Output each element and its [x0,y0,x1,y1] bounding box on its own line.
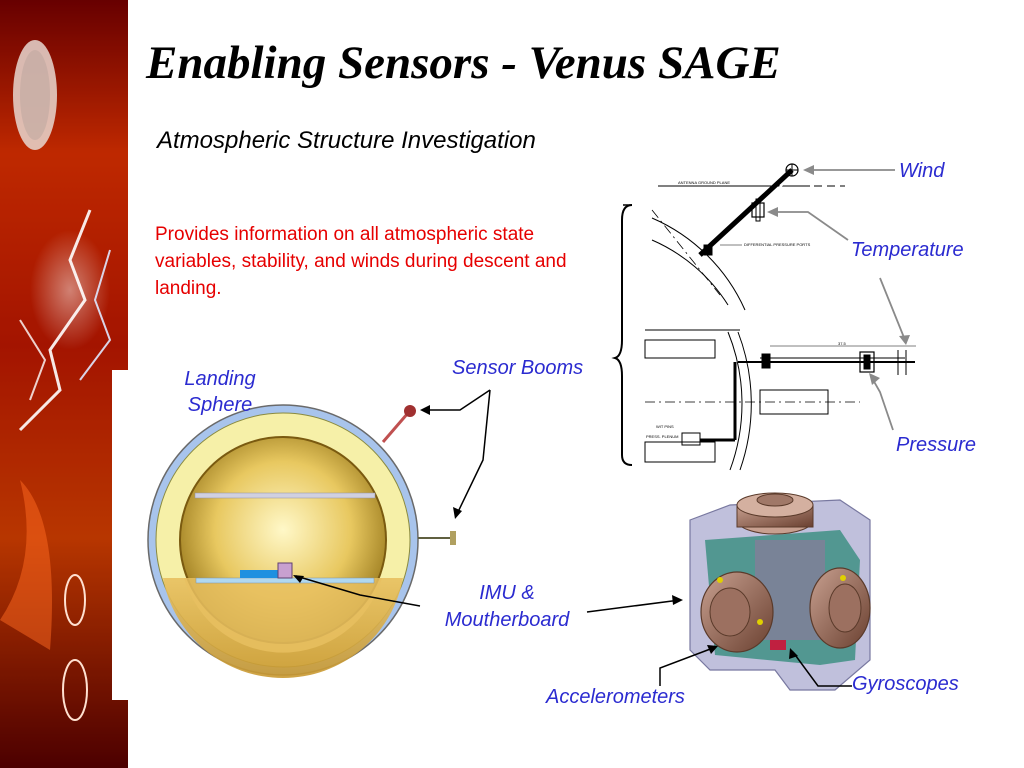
svg-text:DIFFERENTIAL PRESSURE PORTS: DIFFERENTIAL PRESSURE PORTS [744,242,811,247]
gyroscopes-label: Gyroscopes [852,673,959,695]
wind-temperature-boom-drawing [611,163,845,466]
imu-block [689,492,871,691]
temperature-label: Temperature [851,239,964,261]
landing-sphere-label-line1: Landing [184,368,256,390]
svg-text:WIT PINS: WIT PINS [656,424,674,429]
slide-description: Provides information on all atmospheric … [155,224,567,299]
accelerometers-label: Accelerometers [546,686,685,708]
landing-sphere-label-line2: Sphere [187,394,253,416]
slide-subtitle: Atmospheric Structure Investigation [157,127,536,154]
wind-label: Wind [899,160,945,182]
pressure-label: Pressure [896,434,977,456]
sensor-booms-label: Sensor Booms [452,357,584,379]
svg-text:PRESS. PLENUM: PRESS. PLENUM [646,434,678,439]
decorative-venus-strip [0,0,128,768]
svg-text:ANTENNA GROUND PLANE: ANTENNA GROUND PLANE [678,180,730,185]
imu-label-line1: IMU & [479,582,535,604]
svg-text:37.5: 37.5 [838,341,847,346]
landing-sphere [147,404,456,678]
pressure-boom-drawing [644,329,916,471]
landing-sphere-label: Landing Sphere [160,366,280,418]
imu-label-line2: Moutherboard [444,609,570,631]
slide-title: Enabling Sensors - Venus SAGE [146,37,781,89]
imu-label: IMU & Moutherboard [432,580,582,634]
